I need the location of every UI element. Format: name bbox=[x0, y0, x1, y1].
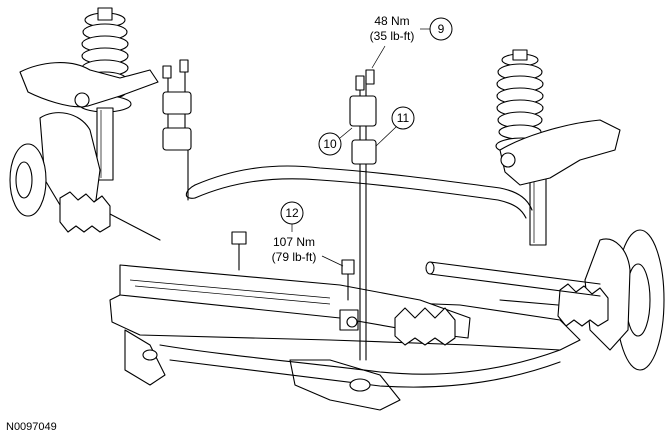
callout-12-torque-lbft: (79 lb-ft) bbox=[272, 250, 317, 264]
callout-10: 10 bbox=[318, 127, 353, 156]
left-upper-control-arm bbox=[19, 62, 159, 108]
callout-9-torque-nm: 48 Nm bbox=[374, 14, 409, 28]
left-knuckle bbox=[9, 112, 101, 217]
stabilizer-link bbox=[349, 69, 377, 361]
right-axle-boot bbox=[499, 283, 609, 327]
callout-11: 11 bbox=[375, 106, 415, 147]
callout-11-number: 11 bbox=[397, 111, 410, 125]
callout-9: 48 Nm (35 lb-ft) 9 bbox=[370, 14, 453, 69]
callout-10-number: 10 bbox=[323, 137, 337, 151]
steering-gear bbox=[119, 264, 471, 346]
callout-9-number: 9 bbox=[438, 22, 445, 36]
callout-10-circle bbox=[318, 132, 342, 156]
callout-9-circle bbox=[429, 17, 453, 41]
left-axle-boot bbox=[59, 191, 161, 241]
callout-9-torque-lbft: (35 lb-ft) bbox=[370, 29, 415, 43]
subframe-tube bbox=[429, 261, 601, 297]
callout-12-number: 12 bbox=[285, 206, 299, 220]
stabilizer-bar bbox=[194, 165, 533, 211]
figure-id: N0097049 bbox=[6, 421, 57, 433]
left-stabilizer-bracket bbox=[162, 59, 192, 201]
tie-rod-bolt bbox=[231, 231, 355, 301]
right-upper-control-arm bbox=[499, 119, 621, 186]
callout-12-torque-nm: 107 Nm bbox=[273, 235, 315, 249]
callout-11-circle bbox=[391, 106, 415, 130]
right-coil-spring bbox=[496, 63, 544, 140]
callout-12: 12 107 Nm (79 lb-ft) bbox=[272, 201, 344, 267]
